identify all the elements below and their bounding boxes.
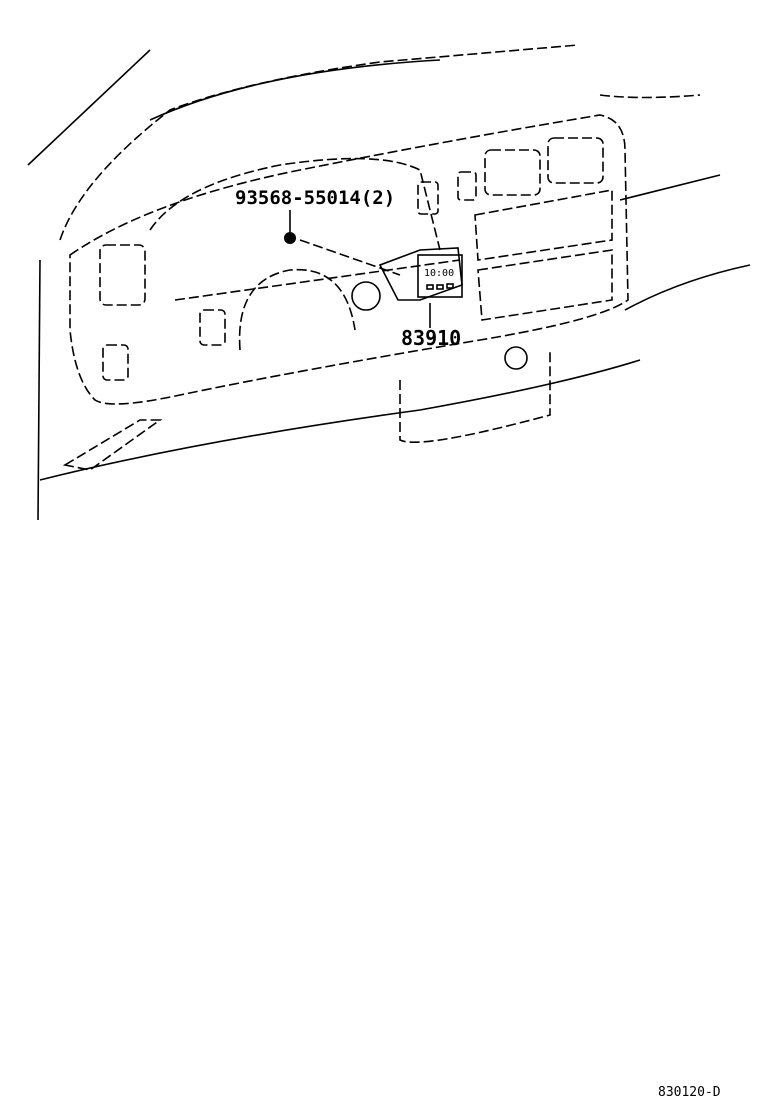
dash-bottom-line — [39, 359, 641, 481]
clock-display: 10:00 — [424, 268, 454, 279]
clock-button — [446, 283, 454, 289]
part-number: 93568-55014 — [235, 187, 361, 209]
center-knob — [504, 346, 528, 370]
right-lower-line — [624, 264, 751, 311]
dash-upper-contour — [149, 59, 441, 121]
audio-unit-slot — [474, 189, 613, 261]
bolt-icon — [284, 232, 296, 244]
cluster-hood — [149, 157, 441, 251]
dash-top-edge — [59, 44, 579, 241]
right-side-line — [619, 174, 721, 201]
left-switch — [102, 344, 129, 381]
clock-unit — [417, 254, 463, 298]
illustration-code: 830120-D — [658, 1085, 721, 1100]
part-label-clock: 83910 — [401, 326, 462, 350]
upper-switch — [417, 181, 439, 215]
gauge-opening — [238, 268, 356, 351]
windshield-pillar-line — [27, 49, 151, 166]
console-outline — [399, 350, 551, 444]
clock-button — [426, 284, 434, 290]
upper-switch-2 — [457, 171, 477, 201]
center-vent-right — [547, 137, 604, 184]
glovebox-left — [62, 419, 163, 471]
left-edge-line — [37, 259, 41, 521]
cluster-lower-edge — [174, 259, 461, 301]
clock-button — [436, 284, 444, 290]
left-switch-2 — [199, 309, 226, 346]
lower-slot — [477, 249, 613, 321]
left-vent — [99, 244, 146, 306]
center-vent-left — [484, 149, 541, 196]
bolt-path-line — [299, 239, 401, 276]
instrument-panel-outline — [69, 114, 629, 405]
part-label-bolt: 93568-55014(2) — [235, 187, 395, 209]
part-quantity: (2) — [360, 187, 396, 209]
right-upper-line — [599, 94, 701, 99]
knob — [351, 281, 381, 311]
